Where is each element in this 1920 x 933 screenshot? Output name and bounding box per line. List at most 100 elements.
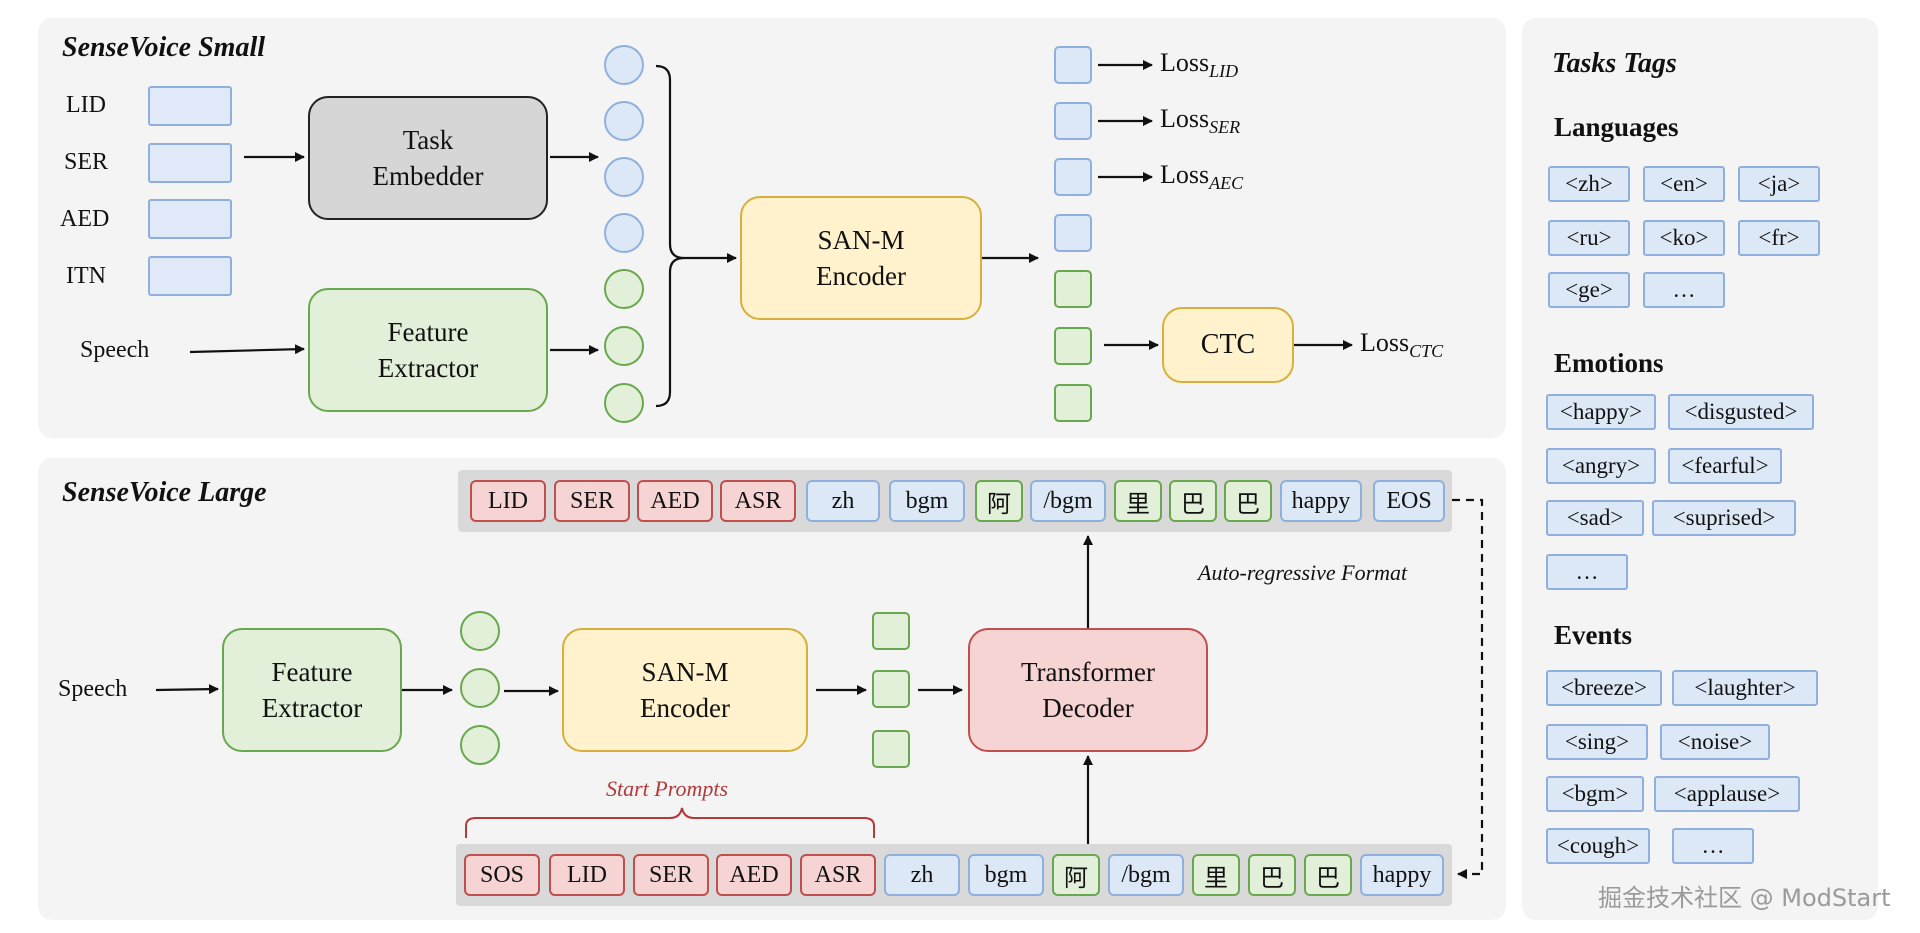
encoder-output-square [872, 670, 910, 708]
arrow [155, 684, 219, 695]
feature-circle [604, 326, 644, 366]
ctc-block: CTC [1162, 307, 1294, 383]
top-token: 巴 [1169, 480, 1217, 522]
top-token: AED [637, 480, 713, 522]
bottom-token: happy [1360, 854, 1444, 896]
top-token: zh [806, 480, 880, 522]
loss-aec-sub: AEC [1209, 173, 1244, 194]
loss-lid: LossLID [1160, 48, 1238, 82]
output-square [1054, 158, 1092, 196]
loss-lid-sub: LID [1209, 61, 1239, 82]
small-speech-label: Speech [80, 337, 150, 363]
bottom-token: AED [716, 854, 792, 896]
top-token: 里 [1114, 480, 1162, 522]
tags-title: Tasks Tags [1552, 48, 1677, 79]
transformer-decoder: Transformer Decoder [968, 628, 1208, 752]
input-box-itn [148, 256, 232, 296]
small-feature-extractor: Feature Extractor [308, 288, 548, 412]
bottom-token: SER [633, 854, 709, 896]
emotion-tag: <suprised> [1652, 500, 1796, 536]
language-tag: <ru> [1548, 220, 1630, 256]
bottom-token: SOS [464, 854, 540, 896]
output-square [1054, 384, 1092, 422]
top-token: EOS [1373, 480, 1445, 522]
feature-circle [460, 725, 500, 765]
event-tag: <bgm> [1546, 776, 1644, 812]
large-san-m-encoder: SAN-M Encoder [562, 628, 808, 752]
language-tag: <en> [1643, 166, 1725, 202]
feedback-dashed [1452, 498, 1484, 879]
bottom-token: 里 [1192, 854, 1240, 896]
language-tag: <ge> [1548, 272, 1630, 308]
embedding-circle [604, 101, 644, 141]
top-token: bgm [889, 480, 965, 522]
watermark: 掘金技术社区 @ ModStart [1598, 884, 1891, 912]
large-speech-label: Speech [58, 676, 128, 702]
bottom-token: ASR [800, 854, 876, 896]
embedding-circle [604, 157, 644, 197]
output-square [1054, 270, 1092, 308]
input-box-ser [148, 143, 232, 183]
input-label-lid: LID [66, 92, 106, 118]
language-tag: <ja> [1738, 166, 1820, 202]
events-heading: Events [1554, 620, 1633, 650]
emotion-tag: <angry> [1546, 448, 1656, 484]
bottom-token: 阿 [1052, 854, 1100, 896]
input-label-itn: ITN [66, 263, 106, 289]
output-square [1054, 102, 1092, 140]
input-label-aed: AED [60, 206, 110, 232]
small-title: SenseVoice Small [62, 32, 266, 63]
feature-circle [460, 611, 500, 651]
loss-aec-base: Loss [1160, 160, 1210, 189]
language-tag: … [1643, 272, 1725, 308]
start-prompts-brace [465, 807, 875, 838]
loss-ctc-sub: CTC [1409, 341, 1444, 362]
input-box-lid [148, 86, 232, 126]
loss-ser: LossSER [1160, 104, 1240, 138]
bottom-token: 巴 [1248, 854, 1296, 896]
event-tag: <breeze> [1546, 670, 1662, 706]
encoder-output-square [872, 730, 910, 768]
loss-lid-base: Loss [1160, 48, 1210, 77]
event-tag: <laughter> [1672, 670, 1818, 706]
start-prompts-label: Start Prompts [606, 776, 729, 801]
output-square [1054, 214, 1092, 252]
languages-heading: Languages [1554, 112, 1679, 142]
arrow [189, 344, 305, 355]
event-tag: <applause> [1654, 776, 1800, 812]
large-feature-extractor: Feature Extractor [222, 628, 402, 752]
loss-ser-base: Loss [1160, 104, 1210, 133]
language-tag: <ko> [1643, 220, 1725, 256]
bottom-token: bgm [968, 854, 1044, 896]
embedding-circle [604, 213, 644, 253]
emotion-tag: <fearful> [1668, 448, 1782, 484]
output-square [1054, 46, 1092, 84]
language-tag: <zh> [1548, 166, 1630, 202]
small-san-m-encoder: SAN-M Encoder [740, 196, 982, 320]
feature-circle [604, 269, 644, 309]
emotion-tag: … [1546, 554, 1628, 590]
emotion-tag: <sad> [1546, 500, 1644, 536]
bottom-token: LID [549, 854, 625, 896]
loss-ctc: LossCTC [1360, 328, 1443, 362]
input-box-aed [148, 199, 232, 239]
event-tag: <cough> [1546, 828, 1650, 864]
large-title: SenseVoice Large [62, 477, 267, 508]
emotions-heading: Emotions [1554, 348, 1664, 378]
encoder-output-square [872, 612, 910, 650]
top-token: 阿 [975, 480, 1023, 522]
language-tag: <fr> [1738, 220, 1820, 256]
event-tag: … [1672, 828, 1754, 864]
bottom-token: /bgm [1108, 854, 1184, 896]
bottom-token: 巴 [1304, 854, 1352, 896]
top-token: ASR [720, 480, 796, 522]
loss-ctc-base: Loss [1360, 328, 1410, 357]
loss-ser-sub: SER [1209, 117, 1241, 138]
top-token: /bgm [1030, 480, 1106, 522]
top-token: 巴 [1224, 480, 1272, 522]
emotion-tag: <happy> [1546, 394, 1656, 430]
event-tag: <noise> [1660, 724, 1770, 760]
input-label-ser: SER [64, 149, 109, 175]
event-tag: <sing> [1546, 724, 1648, 760]
